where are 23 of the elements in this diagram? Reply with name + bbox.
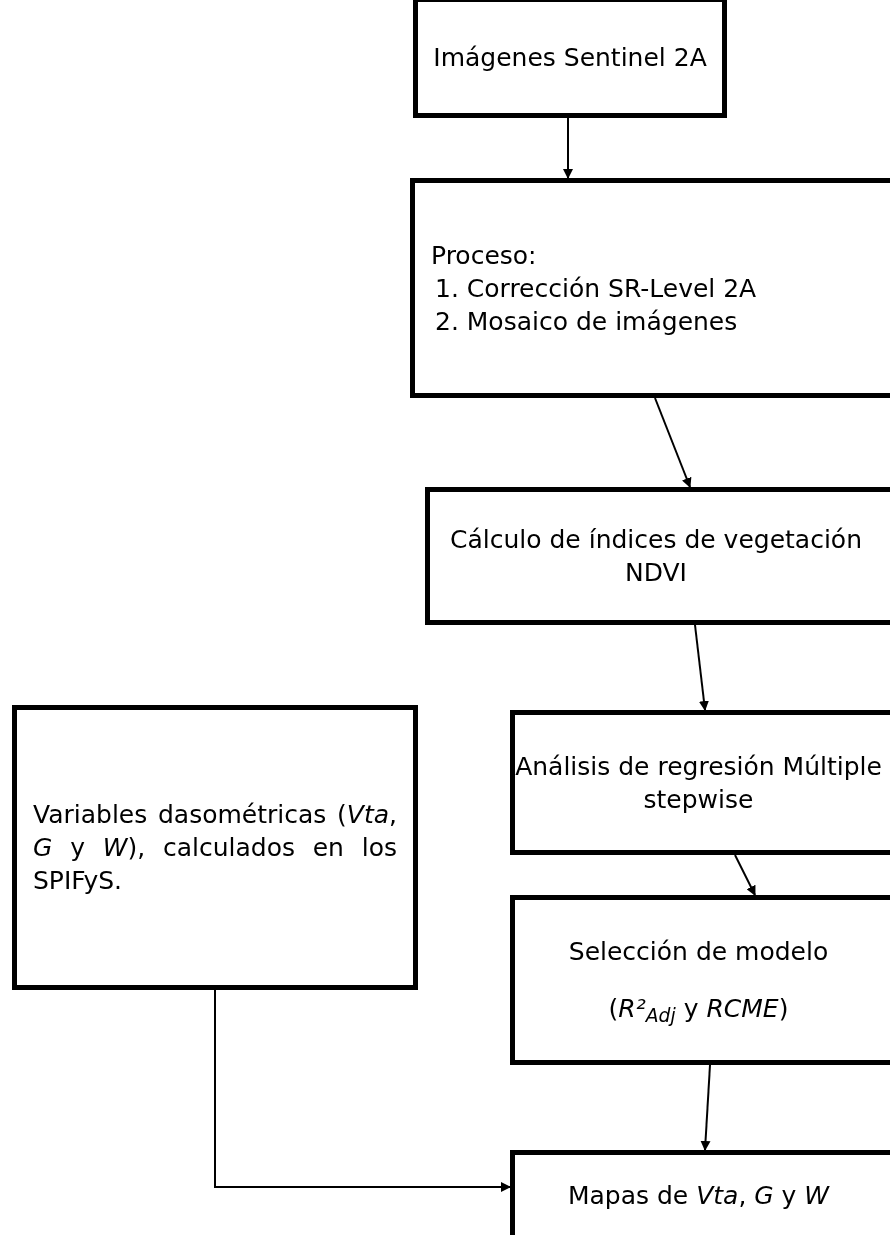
box-text: 1. Corrección SR-Level 2A xyxy=(434,272,758,305)
box-text: Variables dasométricas (Vta, G y W), calculados en los SPIFyS. xyxy=(33,799,397,897)
arrow xyxy=(214,989,511,1192)
arrow xyxy=(734,854,756,896)
process-box xyxy=(410,178,890,398)
arrow xyxy=(563,117,573,179)
box-text: Cálculo de índices de vegetación NDVI xyxy=(449,524,863,589)
process-box xyxy=(510,895,890,1065)
box-text: Imágenes Sentinel 2A xyxy=(433,42,707,74)
box-text: (R²$_{Adj}$ y RCME) xyxy=(608,993,789,1025)
arrow xyxy=(700,1064,711,1151)
process-box xyxy=(413,0,727,118)
box-text: Selección de modelo xyxy=(568,936,829,968)
box-text: Análisis de regresión Múltiple stepwise xyxy=(515,750,882,816)
process-box xyxy=(510,1150,890,1235)
process-box xyxy=(425,487,890,625)
box-text: Proceso: xyxy=(431,239,538,272)
box-text: 2. Mosaico de imágenes xyxy=(434,305,739,338)
arrow xyxy=(694,624,709,711)
box-text: Mapas de Vta, G y W xyxy=(567,1180,830,1212)
process-box xyxy=(510,710,890,855)
process-box xyxy=(12,705,418,990)
arrow xyxy=(654,397,692,488)
